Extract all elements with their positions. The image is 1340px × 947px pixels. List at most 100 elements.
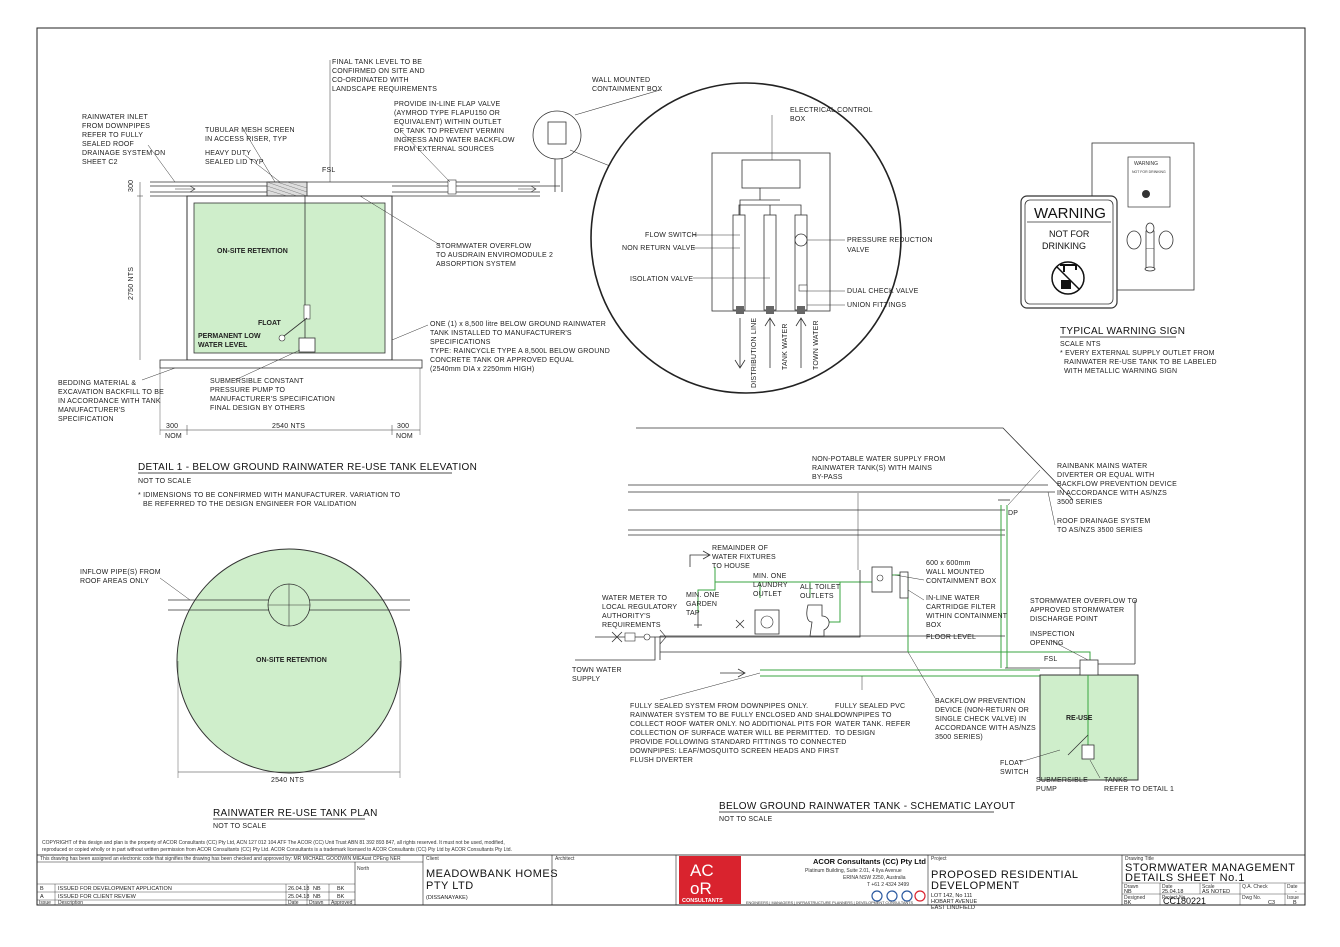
svg-text:TO HOUSE: TO HOUSE	[712, 563, 750, 570]
svg-text:(2540mm DIA x 2250mm HIGH): (2540mm DIA x 2250mm HIGH)	[430, 366, 534, 373]
control-box	[741, 159, 801, 189]
rev-header-drawn: Drawn	[309, 900, 324, 906]
union-label: UNION FITTINGS	[847, 302, 906, 309]
svg-text:CO-ORDINATED WITH: CO-ORDINATED WITH	[332, 77, 409, 84]
firm-address-2: ERINA NSW 2250, Australia	[843, 875, 906, 881]
svg-text:ABSORPTION SYSTEM: ABSORPTION SYSTEM	[436, 261, 516, 268]
svg-text:MIN. ONE: MIN. ONE	[753, 573, 787, 580]
svg-text:WALL MOUNTED: WALL MOUNTED	[592, 77, 650, 84]
svg-text:600 x 600mm: 600 x 600mm	[926, 560, 971, 567]
scale-value: AS NOTED	[1202, 889, 1230, 895]
svg-text:LAUNDRY: LAUNDRY	[753, 582, 788, 589]
permanent-label-2: WATER LEVEL	[198, 342, 248, 349]
date2-label: Date	[1287, 884, 1298, 890]
svg-text:SUBMERSIBLE: SUBMERSIBLE	[1036, 777, 1088, 784]
dim-300-right: 300	[397, 423, 409, 430]
svg-text:TO AS/NZS 3500 SERIES: TO AS/NZS 3500 SERIES	[1057, 527, 1143, 534]
client-name-2: PTY LTD	[426, 880, 474, 892]
svg-text:REMAINDER OF: REMAINDER OF	[712, 545, 768, 552]
svg-text:TAP: TAP	[686, 610, 700, 617]
project-lot: LOT 142, No 111	[931, 893, 972, 899]
svg-text:LOCAL REGULATORY: LOCAL REGULATORY	[602, 604, 677, 611]
tank-water-label: TANK WATER	[782, 323, 789, 370]
svg-text:PRESSURE PUMP TO: PRESSURE PUMP TO	[210, 387, 286, 394]
svg-text:TYPE: RAINCYCLE TYPE A 8,500L: TYPE: RAINCYCLE TYPE A 8,500L BELOW GROU…	[430, 348, 610, 355]
project-name-2: DEVELOPMENT	[931, 880, 1020, 892]
svg-text:FLOAT: FLOAT	[1000, 760, 1024, 767]
prv-icon	[794, 233, 808, 247]
svg-text:RAINBANK MAINS WATER: RAINBANK MAINS WATER	[1057, 463, 1147, 470]
lid-note: HEAVY DUTY SEALED LID TYP	[205, 150, 264, 166]
rev-a-date: 25.04.18	[288, 894, 309, 900]
qa-label: Q.A. Check	[1242, 884, 1268, 890]
date-label: Date	[1162, 884, 1173, 890]
warning-title-text: WARNING	[1034, 205, 1106, 222]
pump-icon	[298, 337, 316, 353]
inflow-label: INFLOW PIPE(S) FROM ROOF AREAS ONLY	[80, 569, 161, 585]
tap-icon	[1126, 222, 1174, 272]
svg-text:SWITCH: SWITCH	[1000, 769, 1029, 776]
svg-text:APPROVED STORMWATER: APPROVED STORMWATER	[1030, 607, 1124, 614]
firm-address-1: Platinum Building, Suite 2.01, 4 Ilya Av…	[805, 868, 902, 874]
rev-header-appr: Approved	[331, 900, 353, 906]
svg-text:PRESSURE REDUCTION: PRESSURE REDUCTION	[847, 237, 933, 244]
plan-onsite-label: ON-SITE RETENTION	[256, 657, 327, 664]
logo-text-2: oR	[690, 879, 712, 898]
svg-text:RAINWATER TANK(S) WITH MAINS: RAINWATER TANK(S) WITH MAINS	[812, 465, 932, 472]
svg-text:(AYMROD TYPE FLAPU150 OR: (AYMROD TYPE FLAPU150 OR	[394, 110, 500, 117]
svg-text:PUMP: PUMP	[1036, 786, 1057, 793]
dp-label: DP	[1008, 510, 1018, 517]
town-water-label: TOWN WATER	[813, 320, 820, 370]
svg-text:FLUSH DIVERTER: FLUSH DIVERTER	[630, 757, 693, 764]
projno-label: Project No.	[1162, 895, 1187, 901]
dim-2540: 2540 NTS	[272, 423, 305, 430]
svg-text:COLLECT ROOF WATER ONLY. NO AD: COLLECT ROOF WATER ONLY. NO ADDITIONAL P…	[630, 721, 832, 728]
non-return-label: NON RETURN VALVE	[622, 245, 695, 252]
svg-text:DEVICE (NON-RETURN OR: DEVICE (NON-RETURN OR	[935, 707, 1029, 714]
electronic-text: This drawing has been assigned an electr…	[40, 856, 401, 862]
dwgno-value: C3	[1268, 900, 1275, 906]
svg-text:FINAL TANK LEVEL TO BE: FINAL TANK LEVEL TO BE	[332, 59, 422, 66]
svg-text:SUBMERSIBLE CONSTANT: SUBMERSIBLE CONSTANT	[210, 378, 304, 385]
svg-text:DRAINAGE SYSTEM ON: DRAINAGE SYSTEM ON	[82, 150, 165, 157]
flow-switch-label: FLOW SWITCH	[645, 232, 697, 239]
warning-sign-title: TYPICAL WARNING SIGN	[1060, 326, 1185, 337]
plan-dim: 2540 NTS	[271, 777, 304, 784]
svg-text:BACKFLOW PREVENTION: BACKFLOW PREVENTION	[935, 698, 1026, 705]
dim-300: 300	[128, 180, 135, 192]
svg-text:WATER FIXTURES: WATER FIXTURES	[712, 554, 776, 561]
cert-icon-1	[871, 890, 883, 902]
bedding-note: BEDDING MATERIAL & EXCAVATION BACKFILL T…	[58, 380, 164, 423]
svg-text:NON-POTABLE WATER SUPPLY FROM: NON-POTABLE WATER SUPPLY FROM	[812, 456, 945, 463]
distribution-label: DISTRIBUTION LINE	[751, 318, 758, 388]
svg-text:FROM EXTERNAL SOURCES: FROM EXTERNAL SOURCES	[394, 146, 494, 153]
client-name-3: (DISSANAYAKE)	[426, 895, 468, 901]
drawing-title-2: DETAILS SHEET No.1	[1125, 872, 1245, 884]
filter-note: IN-LINE WATER CARTRIDGE FILTER WITHIN CO…	[926, 595, 1008, 629]
mesh-note: TUBULAR MESH SCREEN IN ACCESS RISER, TYP	[205, 127, 295, 143]
schematic-layout: NON-POTABLE WATER SUPPLY FROM RAINWATER …	[572, 427, 1177, 823]
designed-value: BK	[1124, 900, 1132, 906]
rev-b-drawn: NB	[313, 886, 321, 892]
designed-label: Designed	[1124, 895, 1145, 901]
client-label: Client	[426, 856, 439, 862]
projno-value: CC180221	[1163, 896, 1206, 906]
small-warning-text: WARNING	[1134, 161, 1158, 167]
svg-text:STORMWATER OVERFLOW: STORMWATER OVERFLOW	[436, 243, 532, 250]
laundry-note: MIN. ONE LAUNDRY OUTLET	[753, 573, 788, 598]
north-label: North	[357, 866, 369, 872]
svg-text:TOWN WATER: TOWN WATER	[572, 667, 622, 674]
tank-water-fill	[193, 202, 386, 354]
svg-text:FINAL DESIGN BY OTHERS: FINAL DESIGN BY OTHERS	[210, 405, 305, 412]
firm-name: ACOR Consultants (CC) Pty Ltd	[813, 857, 926, 866]
svg-text:PROVIDE IN-LINE FLAP VALVE: PROVIDE IN-LINE FLAP VALVE	[394, 101, 500, 108]
svg-text:TANK INSTALLED TO MANUFACTURER: TANK INSTALLED TO MANUFACTURER'S	[430, 330, 572, 337]
svg-text:EQUIVALENT) WITHIN OUTLET: EQUIVALENT) WITHIN OUTLET	[394, 119, 502, 126]
services-text: ENGINEERS | MANAGERS | INFRASTRUCTURE PL…	[746, 901, 914, 905]
svg-text:BY-PASS: BY-PASS	[812, 474, 843, 481]
svg-text:3500 SERIES: 3500 SERIES	[1057, 499, 1103, 506]
title-block: COPYRIGHT of this design and plan is the…	[36, 840, 1306, 911]
firm-tel: T +61 2 4324 3499	[867, 882, 909, 888]
svg-text:CONTAINMENT BOX: CONTAINMENT BOX	[592, 86, 663, 93]
fsl-label: FSL	[322, 167, 335, 174]
